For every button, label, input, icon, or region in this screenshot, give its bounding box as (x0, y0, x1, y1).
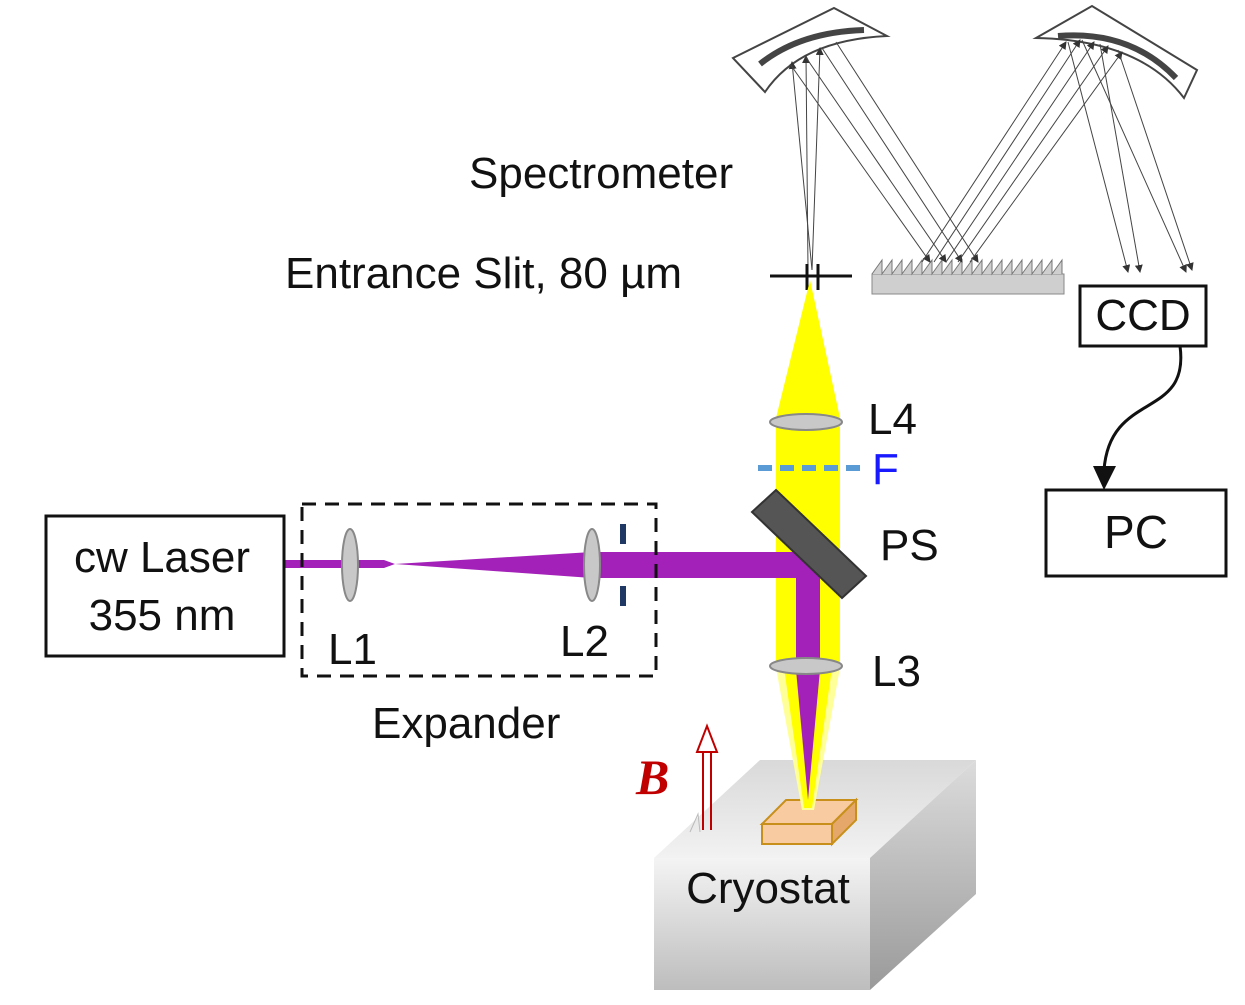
expander-box: Expander (300, 502, 658, 748)
ccd-box: CCD (1078, 284, 1208, 348)
aperture (620, 524, 626, 606)
spectrometer-optics: Spectrometer (469, 4, 1199, 295)
lens-l2-label: L2 (560, 617, 609, 666)
pc-label: PC (1104, 506, 1168, 558)
lens-l1-label: L1 (328, 625, 377, 674)
laser-label-line2: 355 nm (89, 591, 236, 640)
spectrometer-label: Spectrometer (469, 149, 733, 198)
filter-f: F (758, 445, 899, 494)
spectrometer-rays (788, 39, 1194, 273)
pc-box: PC (1044, 488, 1228, 578)
magnetic-field-arrow: B (635, 723, 719, 833)
diffraction-grating (871, 258, 1065, 295)
laser-box: cw Laser 355 nm (44, 514, 286, 658)
entrance-slit-label: Entrance Slit, 80 µm (285, 249, 682, 298)
lens-l2: L2 (560, 528, 609, 666)
entrance-slit: Entrance Slit, 80 µm (285, 249, 852, 298)
lens-l4: L4 (769, 395, 917, 444)
magnetic-field-label: B (635, 749, 669, 805)
cryostat-block: Cryostat (654, 760, 976, 990)
lens-l3-label: L3 (872, 647, 921, 696)
cryostat-label: Cryostat (686, 864, 850, 913)
lens-l3: L3 (769, 647, 921, 696)
ccd-label: CCD (1095, 291, 1190, 340)
spectrometer-mirror-left (731, 6, 891, 94)
lens-l4-label: L4 (868, 395, 917, 444)
lens-l1: L1 (328, 528, 377, 674)
spectrometer-mirror-right (1032, 4, 1199, 100)
beam-splitter: PS (750, 488, 939, 600)
sample (759, 797, 859, 847)
ccd-to-pc-cable (1102, 345, 1183, 471)
ccd-to-pc-arrowhead (1093, 466, 1116, 490)
beamsplitter-label: PS (880, 521, 939, 570)
laser-label-line1: cw Laser (74, 533, 250, 582)
expander-label: Expander (372, 699, 560, 748)
filter-label: F (872, 445, 899, 494)
